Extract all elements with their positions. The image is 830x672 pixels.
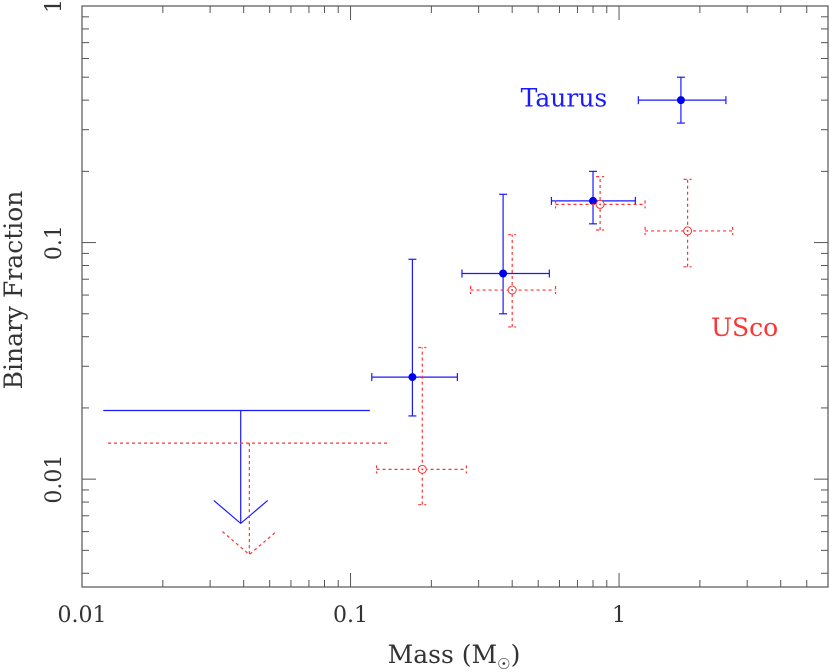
taurus-marker <box>589 196 598 205</box>
taurus-point <box>461 193 550 315</box>
x-axis-label-close: ) <box>511 640 521 669</box>
usco-point <box>469 234 557 328</box>
y-tick-label: 0.1 <box>42 225 67 260</box>
usco-marker-dot <box>599 203 602 206</box>
x-axis-label-main: Mass (M <box>388 640 497 669</box>
usco-upper-limit <box>108 442 390 556</box>
taurus-series-label: Taurus <box>521 84 608 113</box>
taurus-marker <box>676 96 685 105</box>
x-tick-label: 0.1 <box>333 603 368 628</box>
x-axis-label: Mass (M☉) <box>388 640 521 672</box>
usco-point <box>554 176 646 231</box>
data-marks <box>103 76 734 556</box>
usco-point <box>375 346 467 506</box>
taurus-point <box>550 170 636 225</box>
taurus-point <box>637 76 727 124</box>
taurus-marker <box>499 269 508 278</box>
usco-series-label: USco <box>711 313 778 342</box>
y-tick-label: 0.01 <box>42 455 67 504</box>
taurus-marker <box>408 373 417 382</box>
taurus-upper-limit-arrow-head <box>213 499 269 525</box>
usco-point <box>644 178 734 268</box>
usco-marker-dot <box>686 229 689 232</box>
taurus-upper-limit <box>103 409 370 525</box>
x-axis-label-subscript: ☉ <box>497 655 510 672</box>
usco-marker-dot <box>421 468 424 471</box>
y-tick-label: 1 <box>42 0 67 13</box>
plot-frame <box>81 5 829 588</box>
x-tick-label: 0.01 <box>58 603 107 628</box>
taurus-point <box>371 258 458 417</box>
tick-labels: 0.01 0.1 1 0.01 0.1 1 <box>42 0 626 628</box>
usco-marker-dot <box>511 289 514 292</box>
x-tick-label: 1 <box>612 603 626 628</box>
y-axis-label: Binary Fraction <box>0 191 28 390</box>
